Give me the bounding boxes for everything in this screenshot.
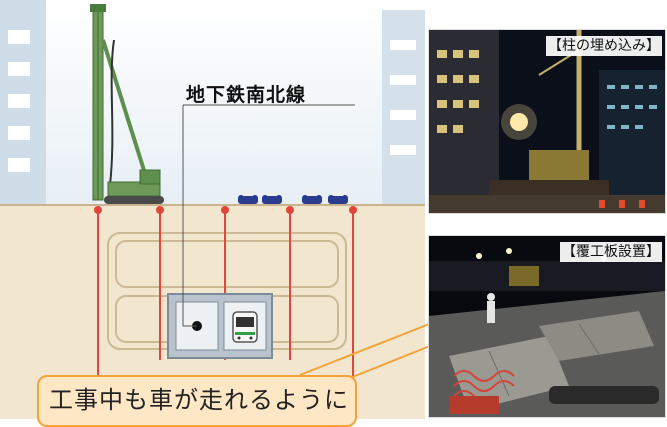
pile-heads: [94, 206, 357, 214]
building-right: [382, 10, 425, 205]
sky-background: [0, 0, 425, 205]
night-construction-photo-2: [429, 236, 665, 417]
pile-driver-rig: [90, 4, 164, 204]
callout-box: 工事中も車が走れるように: [37, 375, 357, 427]
callout-text: 工事中も車が走れるように: [49, 386, 349, 414]
photo-caption-pile-embedding: 【柱の埋め込み】: [546, 36, 662, 56]
label-leader-line: [182, 105, 197, 327]
cars: [238, 190, 348, 204]
photo-pile-embedding: 【柱の埋め込み】: [428, 29, 666, 214]
night-construction-photo-1: [429, 30, 665, 213]
photo-covering-plate: 【覆工板設置】: [428, 235, 666, 418]
train-icon: [232, 311, 258, 343]
photo-caption-covering-plate: 【覆工板設置】: [560, 242, 662, 262]
subway-line-label: 地下鉄南北線: [186, 84, 307, 106]
